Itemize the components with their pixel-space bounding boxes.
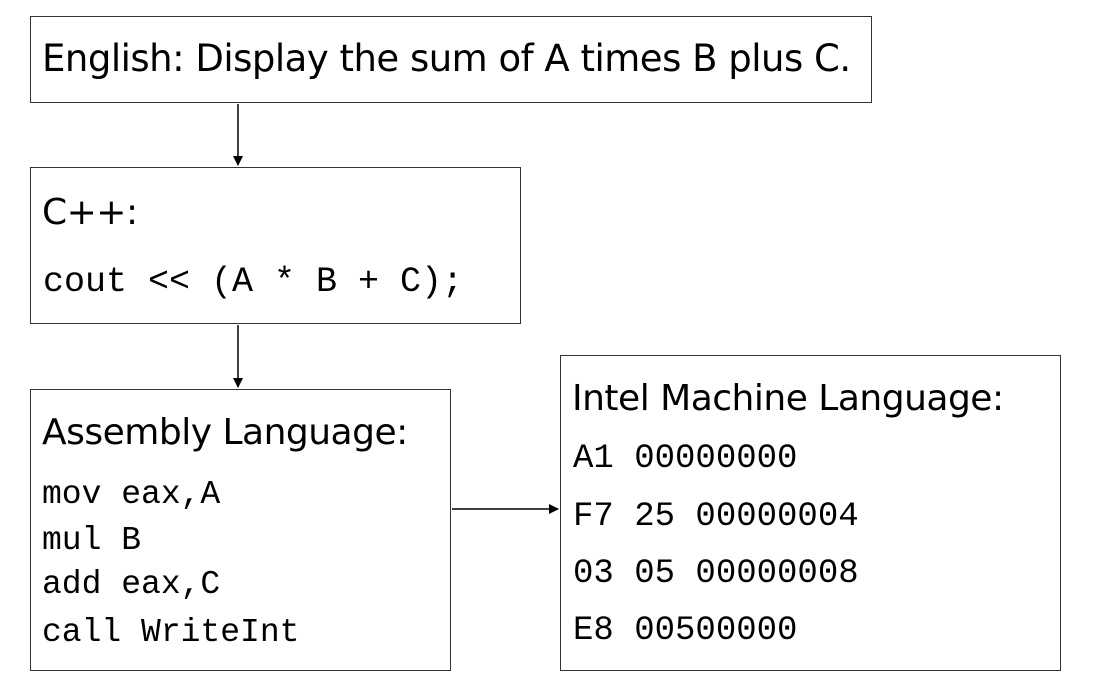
cpp-box: C++: cout << (A * B + C);: [30, 167, 521, 324]
assembly-box: Assembly Language: mov eax,A mul B add e…: [30, 389, 451, 671]
english-box: English: Display the sum of A times B pl…: [30, 16, 872, 103]
machine-box: Intel Machine Language: A1 00000000 F7 2…: [560, 355, 1061, 671]
machine-line: A1 00000000: [573, 440, 798, 478]
assembly-line: mov eax,A: [42, 476, 221, 513]
machine-line: 03 05 00000008: [573, 555, 859, 593]
assembly-heading: Assembly Language:: [42, 412, 408, 453]
assembly-line: call WriteInt: [42, 614, 300, 651]
cpp-code: cout << (A * B + C);: [43, 262, 464, 302]
cpp-heading: C++:: [42, 192, 138, 233]
english-statement: English: Display the sum of A times B pl…: [42, 37, 851, 80]
assembly-line: add eax,C: [42, 566, 221, 603]
machine-line: F7 25 00000004: [573, 498, 859, 536]
assembly-line: mul B: [42, 522, 142, 559]
machine-line: E8 00500000: [573, 612, 798, 650]
machine-heading: Intel Machine Language:: [572, 378, 1004, 419]
